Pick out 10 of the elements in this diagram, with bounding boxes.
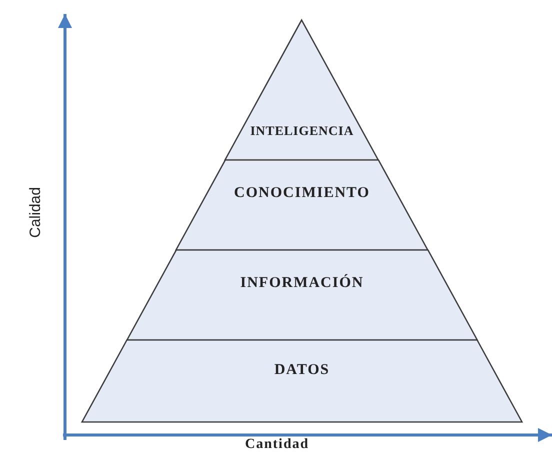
axis-label: Cantidad (245, 437, 310, 453)
pyramid-level (225, 20, 379, 160)
level-label: DATOS (274, 362, 330, 380)
level-label: CONOCIMIENTO (234, 185, 370, 202)
axis-label: Calidad (27, 187, 44, 238)
pyramid-level (82, 340, 522, 422)
level-label: INTELIGENCIA (250, 123, 354, 139)
pyramid-level (176, 160, 428, 250)
pyramid-level (126, 250, 478, 340)
level-label: INFORMACIÓN (240, 275, 364, 292)
